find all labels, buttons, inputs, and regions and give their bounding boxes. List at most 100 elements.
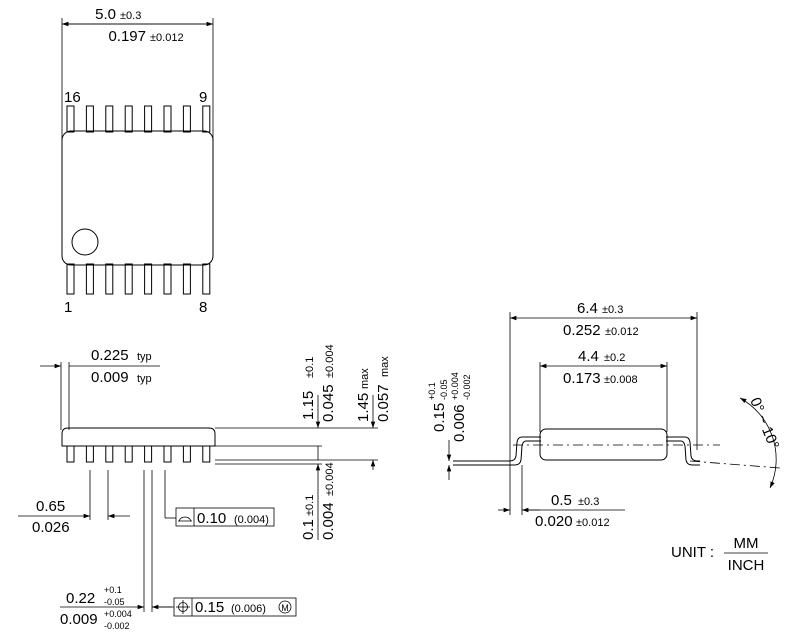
top-lead <box>144 105 153 133</box>
body-length-mm: 5.0 <box>95 6 116 23</box>
position-in: (0.006) <box>231 603 266 615</box>
lead-thickness-in: 0.006 <box>451 404 468 442</box>
pin-16-label: 16 <box>64 89 81 106</box>
body-thickness-in-tol: ±0.004 <box>324 344 336 378</box>
lead-thickness-in-plus: +0.004 <box>450 372 460 400</box>
lead-thickness-mm-plus: +0.1 <box>427 382 437 400</box>
lead-angle: 0° ~ 10° <box>746 395 782 452</box>
lead-thickness-in-minus: -0.002 <box>462 374 472 400</box>
top-view: 5.0 ±0.3 0.197 ±0.012 16 9 1 8 <box>61 6 214 316</box>
bottom-lead <box>66 263 75 295</box>
body-width-in-tol: ±0.008 <box>604 374 638 386</box>
side-lead <box>124 445 133 463</box>
end-package-body <box>539 428 668 461</box>
lead-top-width-mm: 0.225 <box>91 347 129 364</box>
top-lead <box>105 105 114 133</box>
lead-top-width-mm-note: typ <box>137 351 152 363</box>
lead-width-in-plus: +0.004 <box>104 609 132 619</box>
mmc-icon <box>278 600 292 614</box>
bottom-leads <box>66 263 211 295</box>
top-lead <box>124 105 133 133</box>
position-frame <box>173 597 297 617</box>
bottom-lead <box>124 263 133 295</box>
end-view: 6.4 ±0.3 0.252 ±0.012 4.4 ±0.2 0.173 ±0.… <box>427 300 782 574</box>
top-lead <box>202 105 211 133</box>
pin1-index-mark <box>71 228 99 256</box>
pin-9-label: 9 <box>199 89 207 106</box>
angle-arc <box>739 397 777 489</box>
lead-width-in-minus: -0.002 <box>104 621 130 631</box>
bottom-lead <box>105 263 114 295</box>
bottom-lead <box>144 263 153 295</box>
left-lead <box>453 436 541 462</box>
bottom-lead <box>85 263 94 295</box>
foot-length-in: 0.020 <box>535 513 573 530</box>
top-leads <box>66 105 211 133</box>
standoff-in: 0.004 <box>320 502 337 540</box>
body-width-mm: 4.4 <box>578 348 599 365</box>
foot-length-in-tol: ±0.012 <box>576 517 610 529</box>
right-lead <box>666 436 700 462</box>
lead-span-mm-tol: ±0.3 <box>602 304 623 316</box>
lead-width-in: 0.009 <box>60 611 98 628</box>
flatness-in: (0.004) <box>234 514 269 526</box>
lead-span-mm: 6.4 <box>577 300 598 317</box>
side-lead <box>105 445 114 463</box>
standoff-in-tol: ±0.004 <box>324 462 336 496</box>
max-height-mm-note: max <box>359 368 371 389</box>
body-width-mm-tol: ±0.2 <box>604 352 625 364</box>
pitch-mm: 0.65 <box>36 498 65 515</box>
body-thickness-mm-tol: ±0.1 <box>304 357 316 378</box>
lead-top-width-in: 0.009 <box>91 369 129 386</box>
body-length-in-tol: ±0.012 <box>150 32 184 44</box>
standoff-mm-tol: ±0.1 <box>304 495 316 516</box>
side-lead <box>85 445 94 463</box>
pitch-in: 0.026 <box>32 519 70 536</box>
top-lead <box>85 105 94 133</box>
side-lead <box>163 445 172 463</box>
lead-width-mm: 0.22 <box>66 590 95 607</box>
top-lead <box>163 105 172 133</box>
position-symbol-icon <box>176 600 190 614</box>
body-thickness-mm: 1.15 <box>300 391 317 420</box>
bottom-lead <box>182 263 191 295</box>
body-thickness-in: 0.045 <box>320 384 337 422</box>
max-height-in-note: max <box>379 356 391 377</box>
max-height-in: 0.057 <box>375 384 392 422</box>
foot-length-mm-tol: ±0.3 <box>578 496 599 508</box>
lead-width-mm-minus: -0.05 <box>104 597 125 607</box>
side-package-body <box>61 427 216 447</box>
position-value: 0.15 <box>195 599 224 616</box>
flatness-frame <box>175 507 275 527</box>
foot-length-mm: 0.5 <box>551 492 572 509</box>
pin-1-label: 1 <box>64 299 72 316</box>
standoff-mm: 0.1 <box>300 519 317 540</box>
body-length-in: 0.197 <box>108 28 146 45</box>
top-lead <box>66 105 75 133</box>
flatness-value: 0.10 <box>197 510 226 527</box>
body-length-mm-tol: ±0.3 <box>120 10 141 22</box>
unit-label: UNIT : <box>671 544 714 561</box>
unit-mm: MM <box>734 535 759 552</box>
side-lead <box>144 445 153 463</box>
top-lead <box>182 105 191 133</box>
lead-width-mm-plus: +0.1 <box>104 585 122 595</box>
flatness-symbol-icon <box>178 516 192 522</box>
side-view: 0.225 typ 0.009 typ 1.15 ±0.1 0.045 ±0.0… <box>18 344 392 631</box>
side-lead <box>66 445 75 463</box>
lead-span-in-tol: ±0.012 <box>605 326 639 338</box>
side-leads <box>66 445 211 463</box>
mmc-symbol: M <box>281 603 289 613</box>
body-width-in: 0.173 <box>563 370 601 387</box>
bottom-lead <box>163 263 172 295</box>
bottom-lead <box>202 263 211 295</box>
pin-8-label: 8 <box>199 299 207 316</box>
lead-span-in: 0.252 <box>563 322 601 339</box>
package-body <box>61 130 214 266</box>
max-height-mm: 1.45 <box>355 393 372 422</box>
lead-thickness-mm: 0.15 <box>431 403 448 432</box>
lead-top-width-in-note: typ <box>137 373 152 385</box>
side-lead <box>182 445 191 463</box>
unit-inch: INCH <box>728 557 765 574</box>
